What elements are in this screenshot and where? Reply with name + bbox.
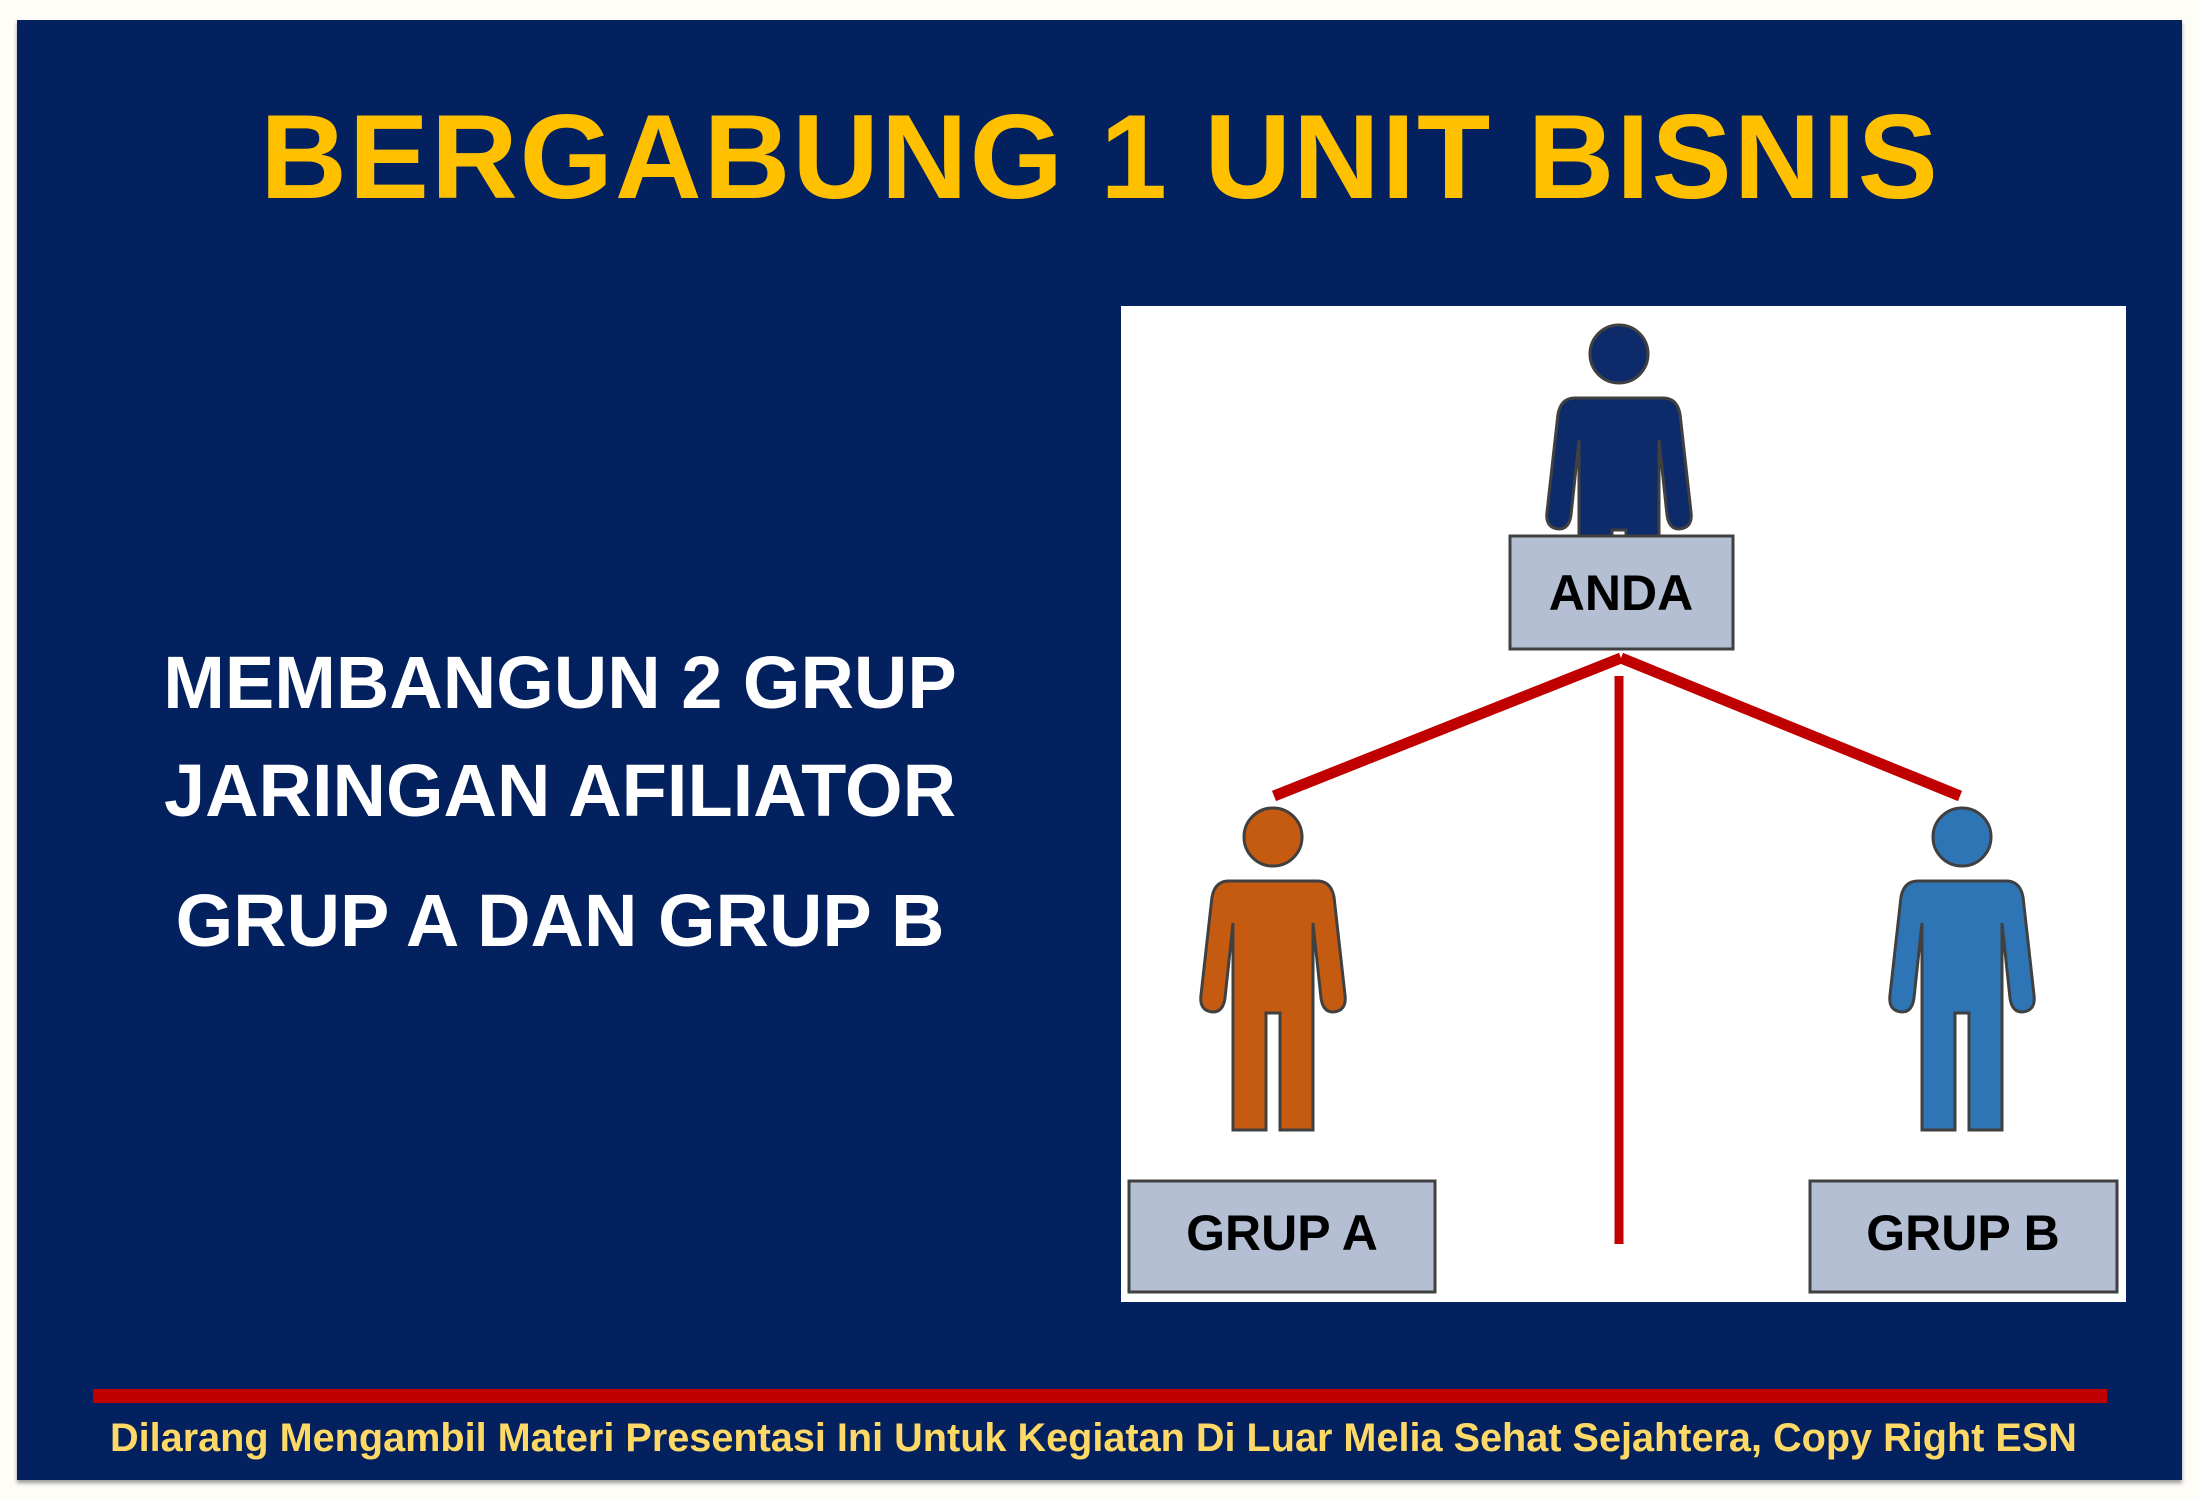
- grup-a-label: GRUP A: [1186, 1205, 1378, 1261]
- anda-label: ANDA: [1549, 565, 1693, 621]
- slide-title: BERGABUNG 1 UNIT BISNIS: [260, 90, 1940, 224]
- description-line-2: JARINGAN AFILIATOR: [163, 749, 957, 832]
- anda-box: [1508, 534, 1735, 651]
- description-line-1: MEMBANGUN 2 GRUP: [163, 641, 957, 724]
- copyright-notice: Dilarang Mengambil Materi Presentasi Ini…: [110, 1416, 2077, 1460]
- connector-left: [1271, 652, 1624, 802]
- grup-a-box: [1127, 1179, 1437, 1294]
- grup-b-label: GRUP B: [1866, 1205, 2060, 1261]
- description-line-3: GRUP A DAN GRUP B: [175, 879, 945, 962]
- footer-divider: [93, 1389, 2107, 1403]
- connector-right: [1618, 652, 1963, 802]
- grup-b-box: [1808, 1179, 2119, 1294]
- connector-lines: [1271, 652, 1963, 1244]
